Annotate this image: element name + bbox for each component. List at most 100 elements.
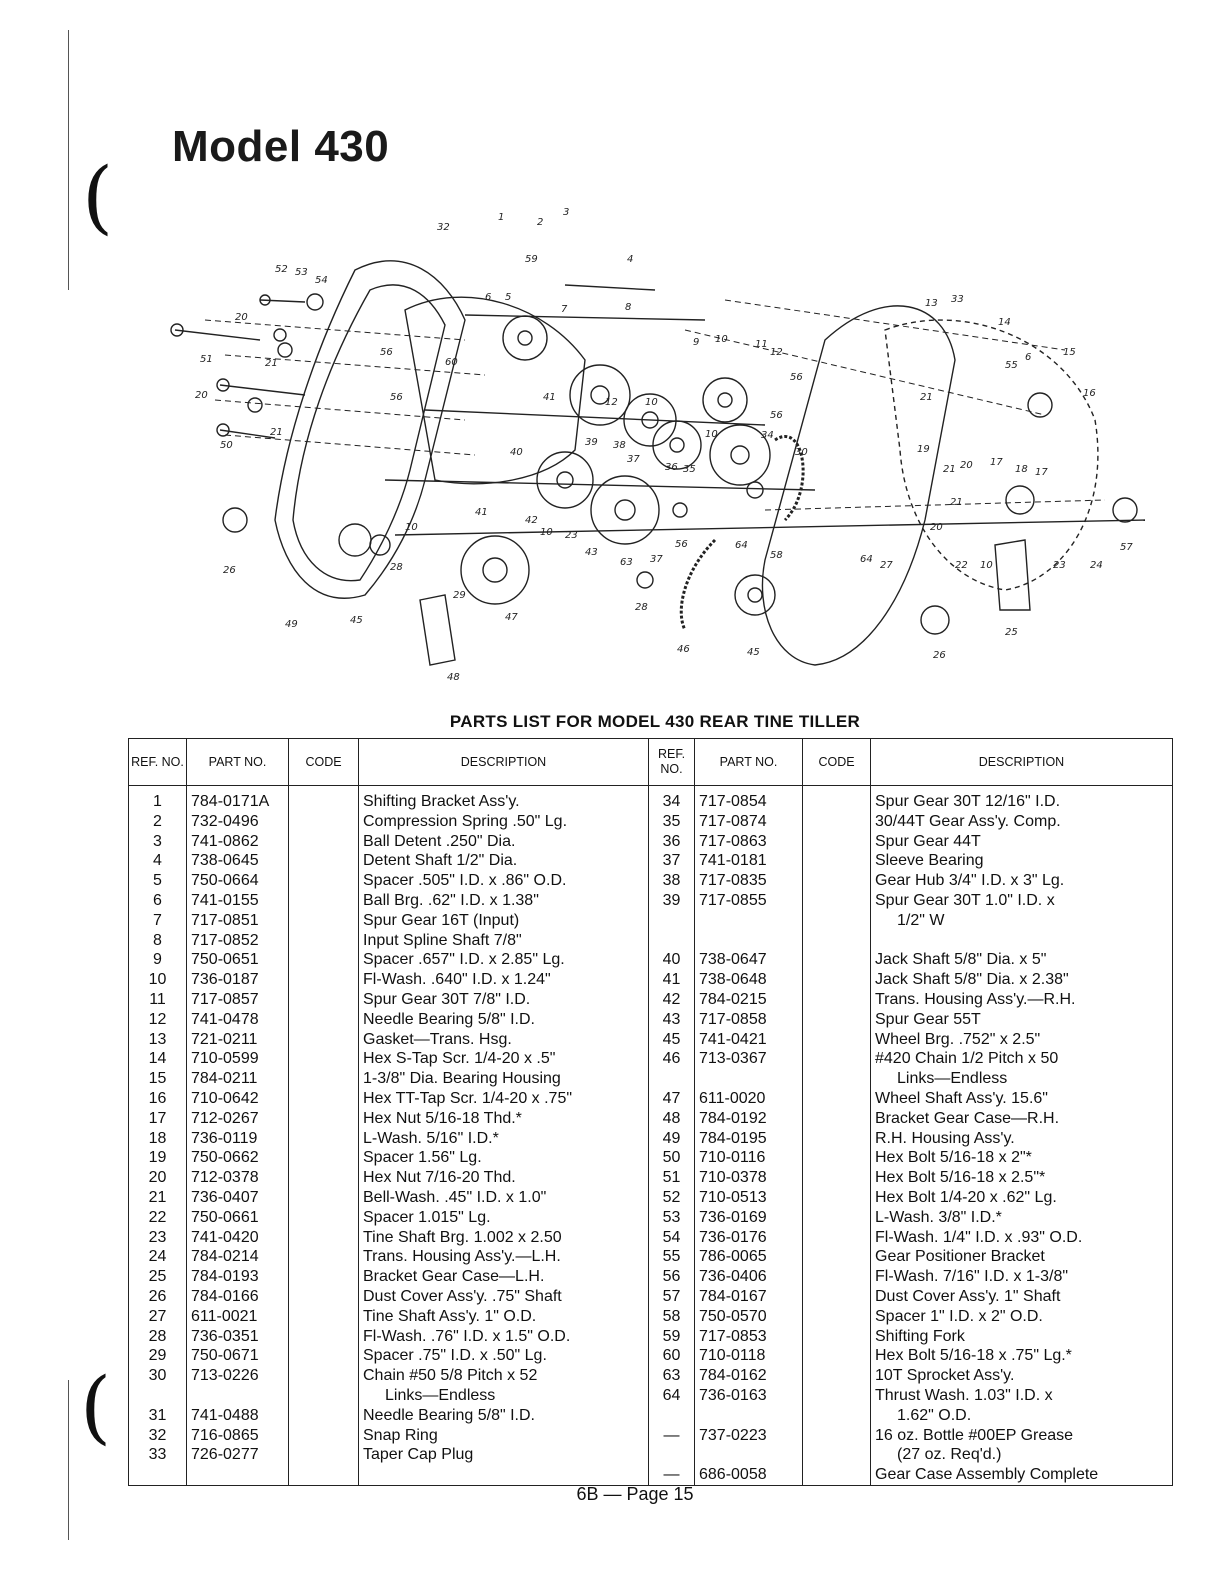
description-cell: R.H. Housing Ass'y. [870,1128,1173,1149]
part-no-cell: 710-0642 [186,1088,289,1109]
empty-cell [802,930,871,951]
description-cell: Fl-Wash. .640" I.D. x 1.24" [358,970,649,990]
description-cell: Jack Shaft 5/8" Dia. x 5" [870,950,1173,971]
header-part-no: PART NO. [186,738,289,786]
description-cell: Fl-Wash. 7/16" I.D. x 1-3/8" [870,1267,1173,1287]
svg-text:37: 37 [650,554,663,565]
description-continuation: (27 oz. Req'd.) [897,1446,1002,1464]
code-cell [288,1088,359,1109]
svg-text:35: 35 [683,464,696,475]
svg-text:45: 45 [747,647,760,658]
code-cell [802,1465,871,1486]
code-cell [802,890,871,911]
ref-no-cell: 64 [648,1385,695,1406]
description-cell: Bell-Wash. .45" I.D. x 1.0" [358,1187,649,1208]
svg-text:10: 10 [980,560,993,571]
description-cell: Bracket Gear Case—L.H. [358,1267,649,1287]
part-no-cell: 741-0181 [694,851,803,872]
svg-text:56: 56 [770,410,783,421]
description-continuation: Links—Endless [897,1070,1008,1088]
part-no-cell: 736-0187 [186,970,289,990]
code-cell [288,1247,359,1268]
code-cell [802,1405,871,1426]
svg-text:51: 51 [200,354,213,365]
ref-no-cell: 16 [128,1088,187,1109]
code-cell [802,1286,871,1307]
header-code: CODE [288,738,359,786]
part-no-cell: 717-0874 [694,811,803,832]
ref-no-cell: 48 [648,1108,695,1129]
ref-no-cell: 58 [648,1306,695,1327]
shaft-tine [394,519,1146,536]
description-cell: Needle Bearing 5/8" I.D. [358,1009,649,1030]
chain-46 [679,538,717,631]
empty-cell [694,930,803,951]
code-cell [802,1009,871,1030]
ref-no-cell: 15 [128,1069,187,1089]
code-cell [802,1267,871,1287]
description-cell: Spur Gear 16T (Input) [358,910,649,931]
description-cell: Hex Nut 5/16-18 Thd.* [358,1108,649,1129]
ref-no-cell: 50 [648,1148,695,1169]
ref-no-cell: 24 [128,1247,187,1268]
description-cell: Spacer .505" I.D. x .86" O.D. [358,871,649,891]
part-no-cell: 713-0226 [186,1366,289,1386]
svg-text:21: 21 [270,427,283,438]
description-cell: Fl-Wash. 1/4" I.D. x .93" O.D. [870,1227,1173,1248]
svg-text:37: 37 [627,454,640,465]
svg-text:21: 21 [265,358,278,369]
svg-text:47: 47 [505,612,518,623]
ref-no-cell: 1 [128,785,187,812]
code-cell [288,930,359,951]
svg-text:52: 52 [275,264,288,275]
svg-text:10: 10 [705,429,718,440]
ref-no-cell: 14 [128,1049,187,1070]
part-no-cell: 784-0171A [186,785,289,812]
part-no-cell: 710-0599 [186,1049,289,1070]
ref-no-cell: 18 [128,1128,187,1149]
description-continuation-cell: Links—Endless [358,1385,649,1406]
description-cell: Bracket Gear Case—R.H. [870,1108,1173,1129]
description-cell: Wheel Shaft Ass'y. 15.6" [870,1088,1173,1109]
svg-text:20: 20 [930,522,943,533]
svg-text:21: 21 [950,497,963,508]
svg-text:2: 2 [537,217,543,228]
ref-no-cell: 39 [648,890,695,911]
ref-no-cell: 10 [128,970,187,990]
part-no-cell: 717-0855 [694,890,803,911]
ref-no-cell: 49 [648,1128,695,1149]
part-no-cell: 736-0169 [694,1207,803,1228]
ref-no-cell: 29 [128,1346,187,1367]
part-no-cell: 737-0223 [694,1425,803,1446]
svg-text:17: 17 [990,457,1003,468]
ref-no-cell [128,1385,187,1406]
ref-no-cell: 45 [648,1029,695,1050]
svg-text:26: 26 [933,650,946,661]
code-cell [802,1088,871,1109]
part-no-cell: 717-0863 [694,831,803,852]
code-cell [288,1405,359,1426]
part-no-cell: 784-0211 [186,1069,289,1089]
code-cell [802,1445,871,1466]
code-cell [802,1049,871,1070]
code-cell [802,1029,871,1050]
svg-text:41: 41 [543,392,556,403]
description-cell: Dust Cover Ass'y. 1" Shaft [870,1286,1173,1307]
description-cell: Spur Gear 30T 1.0" I.D. x [870,890,1173,911]
part-no-cell: 717-0852 [186,930,289,951]
description-cell: Tine Shaft Brg. 1.002 x 2.50 [358,1227,649,1248]
code-cell [288,1069,359,1089]
svg-text:42: 42 [525,515,538,526]
part-no-cell: 716-0865 [186,1425,289,1446]
svg-text:55: 55 [1005,360,1018,371]
code-cell [288,811,359,832]
description-cell: Shifting Bracket Ass'y. [358,785,649,812]
part-no-cell [694,1405,803,1426]
